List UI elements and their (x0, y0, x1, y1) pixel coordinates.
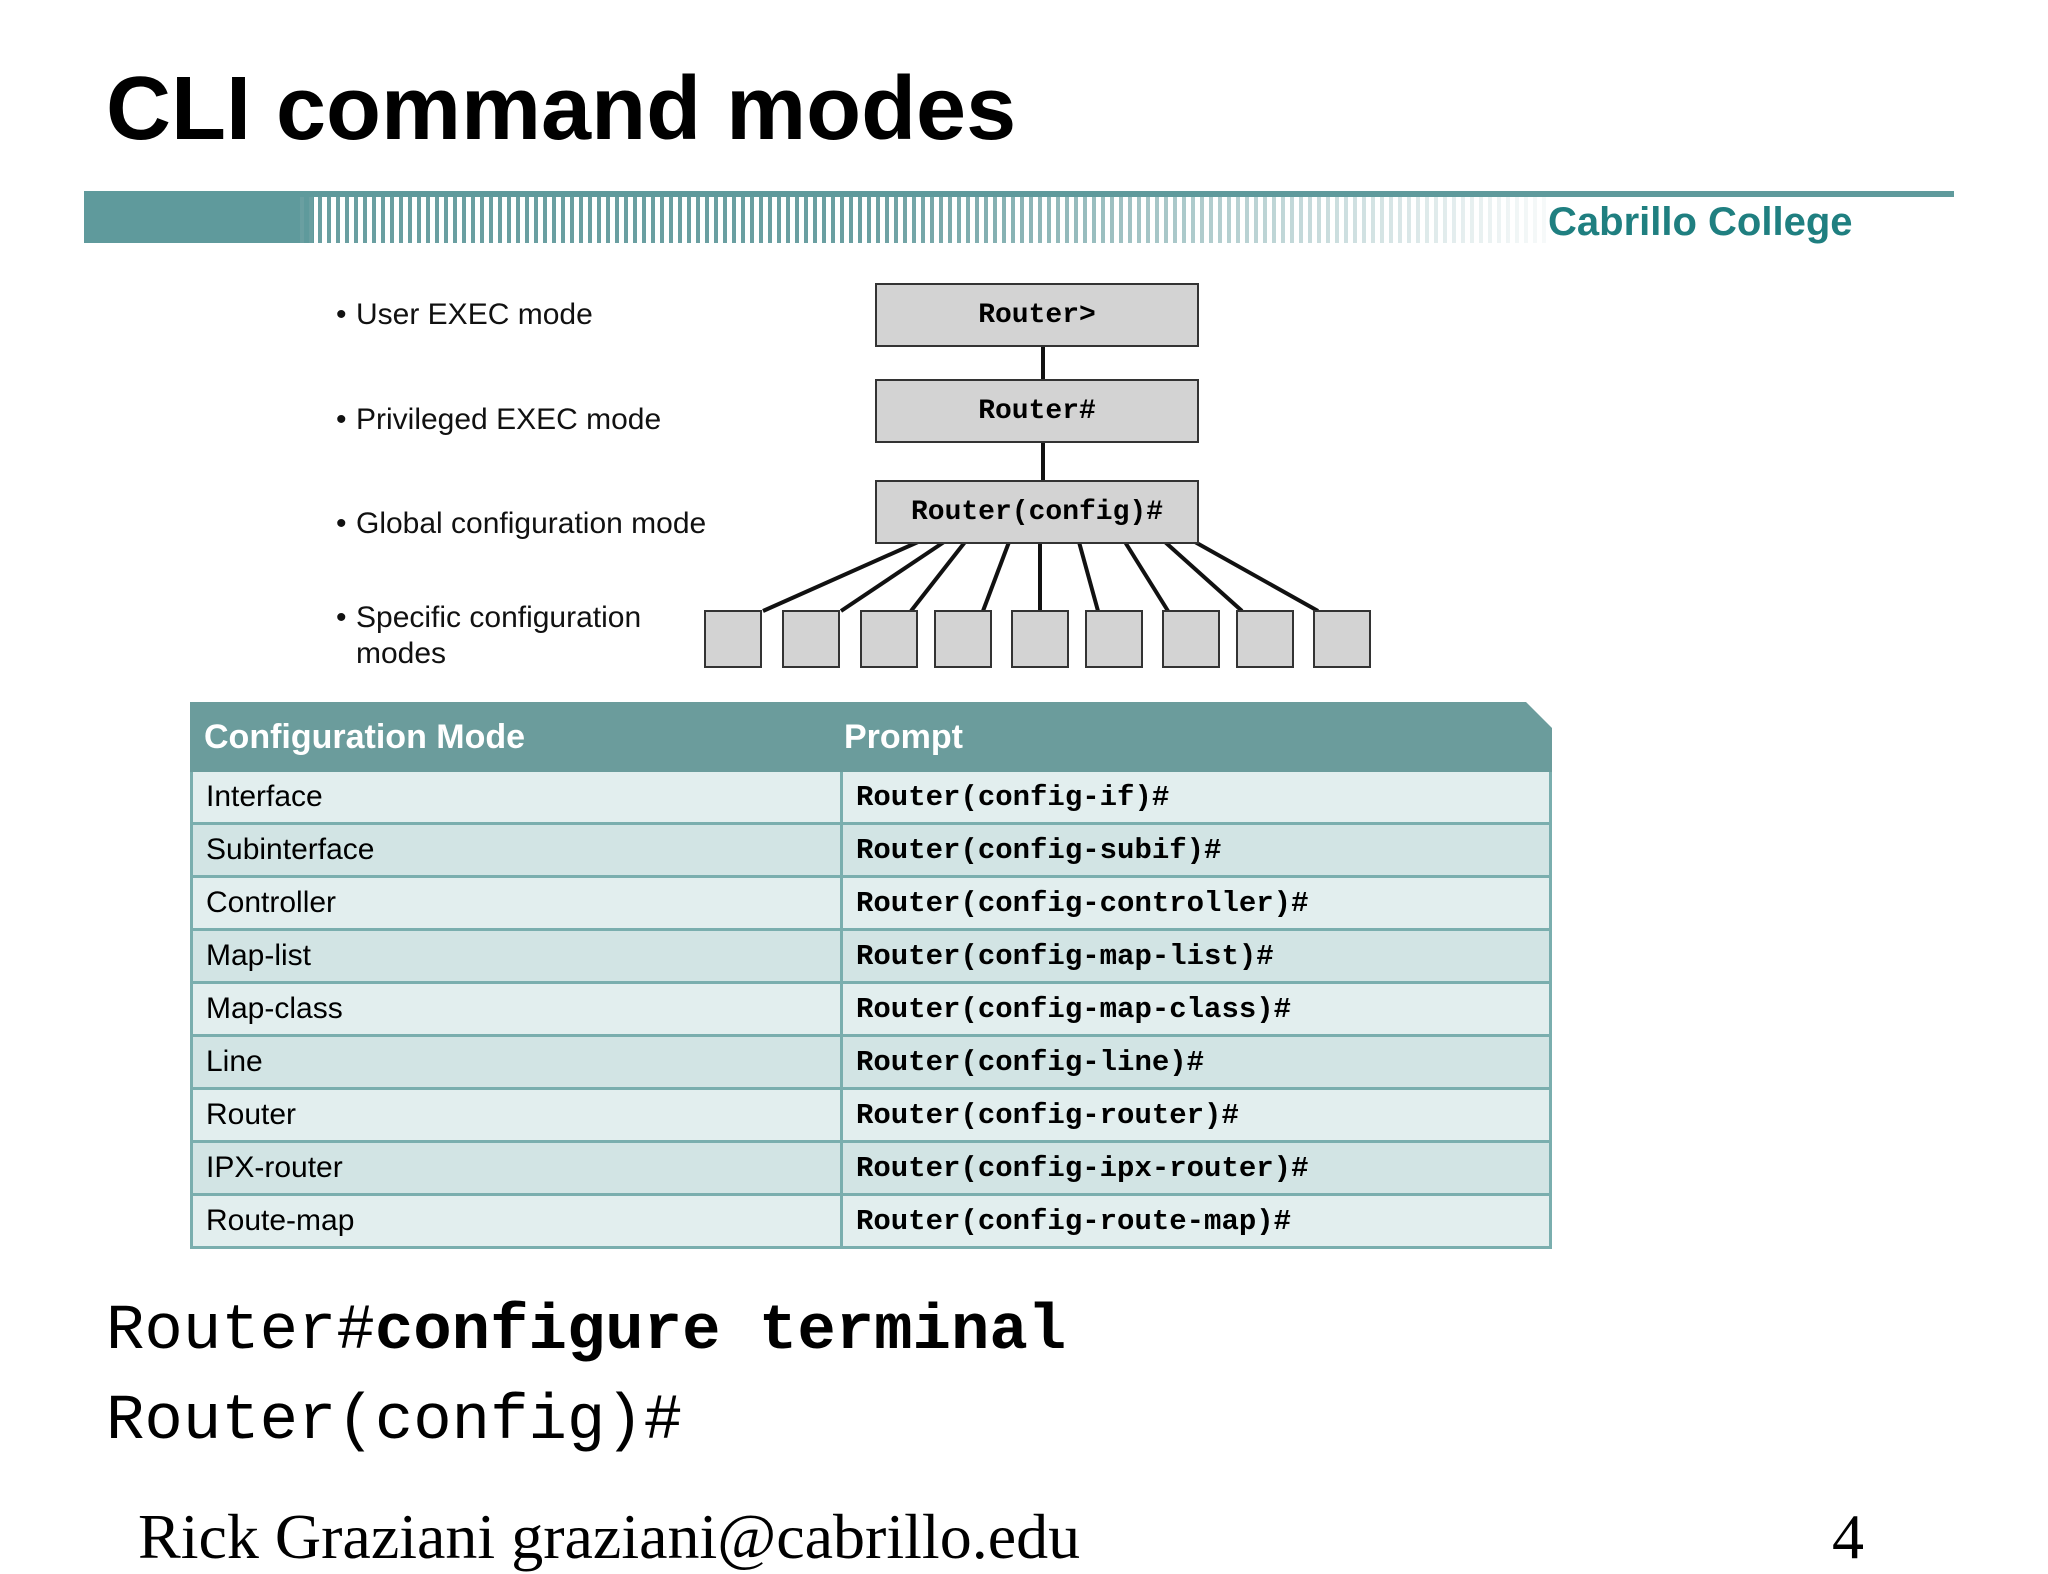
bullet-specific-config: • Specific configuration modes (336, 600, 641, 672)
prompt-cell: Router(config-map-list)# (856, 939, 1274, 973)
mode-hierarchy-connectors (762, 345, 1319, 613)
mode-cell: Route-map (193, 1196, 843, 1246)
global-config-prompt-box: Router(config)# (875, 480, 1199, 544)
table-row: Subinterface Router(config-subif)# (190, 825, 1552, 878)
bullet-dot: • (336, 601, 347, 634)
bullet-user-exec: • User EXEC mode (336, 297, 593, 333)
mode-cell: Controller (193, 878, 843, 928)
global-config-prompt: Router(config)# (910, 496, 1164, 528)
specific-mode-box (782, 610, 840, 668)
table-row: Map-list Router(config-map-list)# (190, 931, 1552, 984)
footer-page-number: 4 (1832, 1501, 1864, 1572)
mode-cell: Map-class (193, 984, 843, 1034)
prompt-cell: Router(config-route-map)# (856, 1204, 1292, 1238)
header-configuration-mode: Configuration Mode (204, 717, 526, 756)
brand-logo-text: Cabrillo College (1548, 200, 1853, 244)
cli-prompt: Router# (106, 1296, 375, 1368)
bullet-dot: • (336, 507, 347, 540)
table-header: Configuration Mode Prompt (190, 702, 1552, 772)
mode-cell: Interface (193, 772, 843, 822)
table-row: Route-map Router(config-route-map)# (190, 1196, 1552, 1249)
mode-cell: IPX-router (193, 1143, 843, 1193)
header-prompt: Prompt (844, 717, 963, 756)
prompt-cell: Router(config-ipx-router)# (856, 1151, 1309, 1185)
privileged-exec-prompt-box: Router# (875, 379, 1199, 443)
mode-cell: Map-list (193, 931, 843, 981)
prompt-cell: Router(config-subif)# (856, 833, 1222, 867)
table-row: Router Router(config-router)# (190, 1090, 1552, 1143)
bullet-text: modes (356, 637, 447, 670)
bullet-privileged-exec: • Privileged EXEC mode (336, 402, 661, 438)
mode-cell: Router (193, 1090, 843, 1140)
specific-mode-box (860, 610, 918, 668)
prompt-cell: Router(config-controller)# (856, 886, 1309, 920)
specific-mode-box (1011, 610, 1069, 668)
cli-example-line1: Router#configure terminal (106, 1292, 1066, 1372)
footer-author: Rick Graziani graziani@cabrillo.edu (138, 1501, 1081, 1572)
bullet-text: Privileged EXEC mode (356, 403, 662, 436)
bullet-text: Global configuration mode (356, 507, 707, 540)
table-row: Controller Router(config-controller)# (190, 878, 1552, 931)
specific-mode-box (1162, 610, 1220, 668)
table-body: Interface Router(config-if)# Subinterfac… (190, 772, 1552, 1249)
specific-mode-box (1085, 610, 1143, 668)
cli-command: configure terminal (374, 1296, 1067, 1368)
table-row: Interface Router(config-if)# (190, 772, 1552, 825)
user-exec-prompt: Router> (978, 299, 1096, 331)
specific-mode-box (704, 610, 762, 668)
bullet-dot: • (336, 403, 347, 436)
table-row: Map-class Router(config-map-class)# (190, 984, 1552, 1037)
bullet-dot: • (336, 298, 347, 331)
banner-stripes (300, 197, 1550, 243)
cli-example-line2: Router(config)# (106, 1386, 683, 1458)
banner-line (84, 191, 1954, 197)
prompt-cell: Router(config-router)# (856, 1098, 1239, 1132)
prompt-cell: Router(config-line)# (856, 1045, 1205, 1079)
specific-mode-box (1313, 610, 1371, 668)
prompt-cell: Router(config-map-class)# (856, 992, 1292, 1026)
table-row: Line Router(config-line)# (190, 1037, 1552, 1090)
slide-title: CLI command modes (106, 59, 1017, 159)
banner-solid-block (84, 191, 314, 243)
user-exec-prompt-box: Router> (875, 283, 1199, 347)
mode-cell: Line (193, 1037, 843, 1087)
bullet-global-config: • Global configuration mode (336, 506, 706, 542)
config-mode-table: Configuration Mode Prompt Interface Rout… (190, 702, 1552, 1249)
specific-mode-box (1236, 610, 1294, 668)
specific-mode-box (934, 610, 992, 668)
table-row: IPX-router Router(config-ipx-router)# (190, 1143, 1552, 1196)
privileged-exec-prompt: Router# (978, 395, 1096, 427)
mode-cell: Subinterface (193, 825, 843, 875)
prompt-cell: Router(config-if)# (856, 780, 1170, 814)
bullet-text: User EXEC mode (356, 298, 593, 331)
bullet-text: Specific configuration (356, 601, 642, 634)
